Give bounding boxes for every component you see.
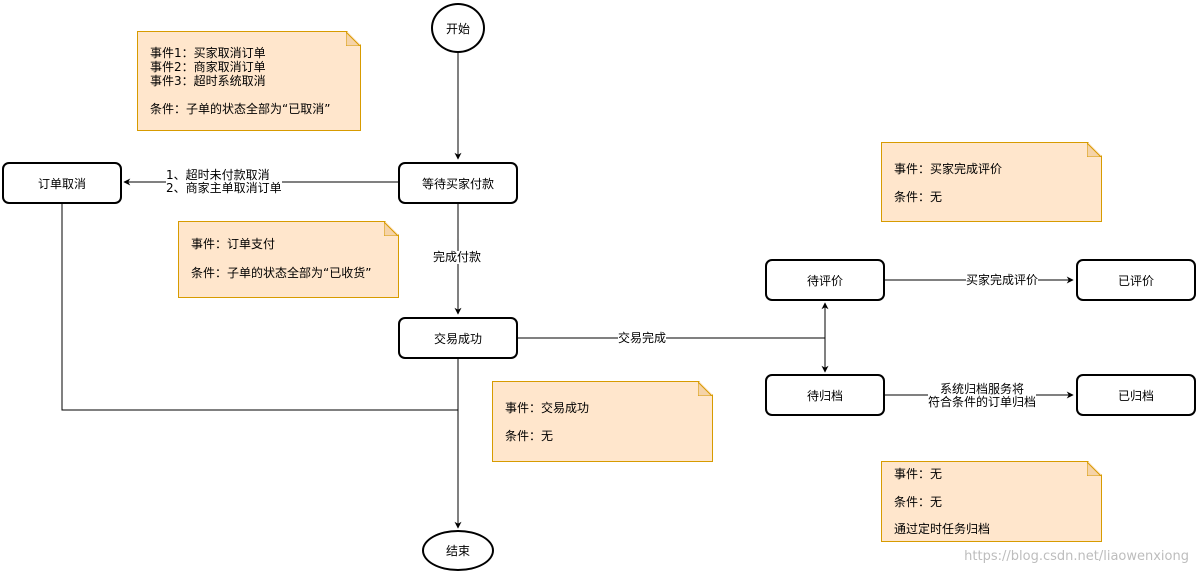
note-cancel-event1: 事件1：买家取消订单 <box>150 46 266 60</box>
note-review: 事件：买家完成评价 条件：无 <box>881 142 1102 222</box>
await-payment-node[interactable]: 等待买家付款 <box>398 162 518 204</box>
start-label: 开始 <box>445 21 470 36</box>
order-cancel-label: 订单取消 <box>37 176 86 191</box>
edge-label-complete-payment: 完成付款 <box>433 250 482 264</box>
archived-label: 已归档 <box>1117 388 1154 403</box>
note-fold-icon <box>1087 143 1101 157</box>
archive-line-1: 系统归档服务将 <box>940 382 1025 396</box>
note-payment-event: 事件：订单支付 <box>191 237 276 251</box>
note-fold-icon <box>698 382 712 396</box>
note-fold-icon <box>1087 462 1101 476</box>
watermark: https://blog.csdn.net/liaowenxiong <box>964 549 1189 564</box>
note-fold-icon <box>346 32 360 46</box>
start-node[interactable]: 开始 <box>431 3 485 53</box>
edge-cancel-to-end <box>61 203 458 411</box>
pending-archive-node[interactable]: 待归档 <box>765 374 885 416</box>
archived-node[interactable]: 已归档 <box>1076 374 1196 416</box>
trade-success-label: 交易成功 <box>433 331 482 346</box>
reviewed-label: 已评价 <box>1117 273 1154 288</box>
reviewed-node[interactable]: 已评价 <box>1076 259 1196 301</box>
edge-label-trade-complete: 交易完成 <box>618 331 667 345</box>
end-node[interactable]: 结束 <box>422 530 494 571</box>
note-cancel-condition: 条件：子单的状态全部为“已取消” <box>150 102 331 116</box>
pending-archive-label: 待归档 <box>806 388 843 403</box>
archive-line-2: 符合条件的订单归档 <box>928 395 1037 409</box>
trade-success-node[interactable]: 交易成功 <box>398 317 518 359</box>
note-review-event: 事件：买家完成评价 <box>894 162 1003 176</box>
note-success-condition: 条件：无 <box>505 429 554 443</box>
pending-review-node[interactable]: 待评价 <box>765 259 885 301</box>
note-archive-event: 事件：无 <box>894 467 943 481</box>
pending-review-label: 待评价 <box>806 273 843 288</box>
cancel-reason-2: 2、商家主单取消订单 <box>166 181 282 195</box>
cancel-reason-1: 1、超时未付款取消 <box>166 168 270 182</box>
await-payment-label: 等待买家付款 <box>421 176 494 191</box>
end-label: 结束 <box>445 544 470 558</box>
note-cancel-event3: 事件3：超时系统取消 <box>150 74 266 88</box>
note-review-condition: 条件：无 <box>894 190 943 204</box>
order-cancel-node[interactable]: 订单取消 <box>2 162 122 204</box>
note-payment: 事件：订单支付 条件：子单的状态全部为“已收货” <box>178 221 399 298</box>
note-cancel-event2: 事件2：商家取消订单 <box>150 60 266 74</box>
edge-label-buyer-review: 买家完成评价 <box>966 273 1039 287</box>
note-archive-condition: 条件：无 <box>894 495 943 509</box>
note-success-event: 事件：交易成功 <box>505 401 590 415</box>
note-payment-condition: 条件：子单的状态全部为“已收货” <box>191 266 372 280</box>
note-fold-icon <box>384 222 398 236</box>
edge-label-cancel-reasons: 1、超时未付款取消 2、商家主单取消订单 <box>166 169 282 195</box>
note-archive-extra: 通过定时任务归档 <box>894 522 991 536</box>
note-archive: 事件：无 条件：无 通过定时任务归档 <box>881 461 1102 542</box>
edge-label-archive: 系统归档服务将 符合条件的订单归档 <box>928 382 1037 409</box>
note-success: 事件：交易成功 条件：无 <box>492 381 713 462</box>
note-cancel: 事件1：买家取消订单 事件2：商家取消订单 事件3：超时系统取消 条件：子单的状… <box>137 31 361 131</box>
